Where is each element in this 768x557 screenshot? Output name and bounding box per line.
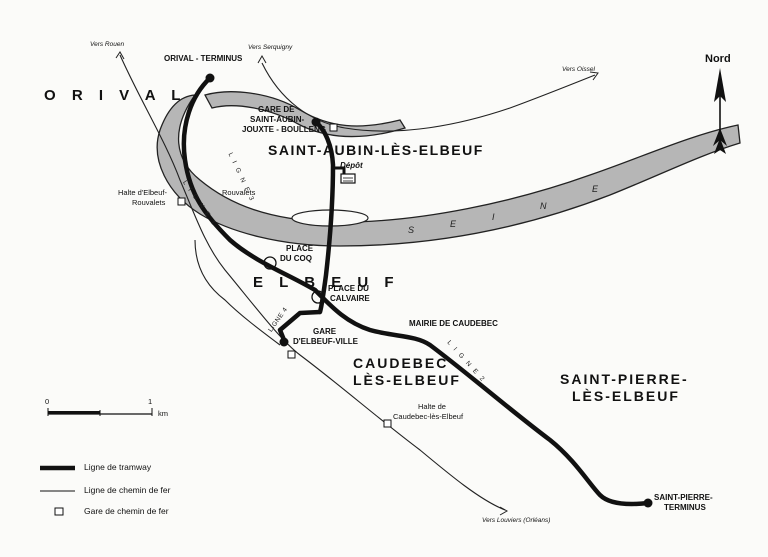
legend-station: Gare de chemin de fer bbox=[84, 506, 169, 516]
label-gare-saint-aubin-1: GARE DE bbox=[258, 105, 295, 114]
town-caudebec-2: LÈS-ELBEUF bbox=[353, 372, 461, 388]
tram-line-gare-elbeuf bbox=[277, 309, 321, 341]
label-saint-pierre-terminus-2: TERMINUS bbox=[664, 503, 706, 512]
legend-tramway: Ligne de tramway bbox=[84, 462, 152, 472]
station-square-elbeuf-ville bbox=[287, 350, 296, 359]
river-letter-2: E bbox=[450, 219, 459, 229]
river-letter-4: N bbox=[540, 201, 549, 211]
arrow-vers-serquigny bbox=[257, 54, 267, 64]
depot-box bbox=[340, 173, 356, 184]
place-du-calvaire-ring bbox=[311, 290, 325, 304]
arrow-vers-oissel bbox=[589, 71, 599, 81]
label-place-du-coq-2: DU COQ bbox=[280, 254, 312, 263]
scale-zero: 0 bbox=[45, 397, 50, 406]
arrow-vers-rouen bbox=[115, 51, 125, 60]
label-place-du-calvaire-2: CALVAIRE bbox=[330, 294, 370, 303]
label-gare-elbeuf-ville-2: D'ELBEUF-VILLE bbox=[293, 337, 359, 346]
place-du-coq-ring bbox=[263, 256, 277, 270]
label-halte-rouvalets-2: Rouvalets bbox=[132, 198, 166, 207]
arrow-vers-louviers bbox=[499, 506, 509, 516]
tram-line-caudebec-saint-pierre bbox=[312, 287, 651, 507]
label-vers-oissel: Vers Oissel bbox=[562, 66, 595, 73]
legend-railway: Ligne de chemin de fer bbox=[84, 485, 171, 495]
scale-bar bbox=[47, 408, 153, 416]
label-saint-pierre-terminus-1: SAINT-PIERRE- bbox=[654, 493, 713, 502]
scale-one: 1 bbox=[148, 397, 153, 406]
tram-depot-spur bbox=[333, 166, 346, 176]
river-letter-5: E bbox=[592, 184, 601, 194]
label-gare-saint-aubin-2: SAINT-AUBIN- bbox=[250, 115, 305, 124]
label-rouvalets-tram: Rouvalets bbox=[222, 188, 256, 197]
label-mairie-caudebec: MAIRIE DE CAUDEBEC bbox=[409, 319, 498, 328]
label-gare-elbeuf-ville-1: GARE bbox=[313, 327, 337, 336]
label-place-du-coq-1: PLACE bbox=[286, 244, 314, 253]
label-vers-louviers: Vers Louviers (Orléans) bbox=[482, 517, 551, 524]
town-saint-aubin: SAINT-AUBIN-LÈS-ELBEUF bbox=[268, 142, 484, 158]
station-square-caudebec bbox=[383, 419, 392, 428]
label-gare-saint-aubin-3: JOUXTE - BOULLENG bbox=[242, 125, 327, 134]
station-square-rouvalets bbox=[177, 197, 186, 206]
railway-rouen-louviers bbox=[119, 54, 506, 511]
town-saint-pierre-2: LÈS-ELBEUF bbox=[572, 388, 680, 404]
river-seine bbox=[156, 91, 741, 247]
label-halte-caudebec-1: Halte de bbox=[418, 402, 446, 411]
north-arrow bbox=[713, 68, 727, 154]
railway-serquigny-oissel bbox=[261, 62, 596, 132]
terminus-dot-saint-pierre bbox=[643, 498, 653, 508]
label-vers-serquigny: Vers Serquigny bbox=[248, 44, 293, 51]
label-halte-caudebec-2: Caudebec-lès-Elbeuf bbox=[393, 412, 464, 421]
station-square-saint-aubin bbox=[329, 123, 338, 132]
terminus-dot-orival bbox=[205, 73, 215, 83]
label-orival-terminus: ORIVAL - TERMINUS bbox=[164, 54, 243, 63]
legend-station-swatch bbox=[54, 507, 64, 516]
label-place-du-calvaire-1: PLACE DU bbox=[328, 284, 369, 293]
terminus-dot-saint-aubin bbox=[311, 117, 321, 127]
railway-western-branch bbox=[194, 239, 281, 346]
river-letter-3: I bbox=[492, 212, 497, 222]
label-depot: Dépôt bbox=[340, 161, 363, 170]
terminus-dot-gare-elbeuf bbox=[279, 337, 289, 347]
town-elbeuf: E L B E U F bbox=[253, 274, 400, 291]
label-halte-rouvalets-1: Halte d'Elbeuf- bbox=[118, 188, 167, 197]
north-label: Nord bbox=[705, 53, 731, 65]
river-letter-1: S bbox=[408, 225, 417, 235]
town-caudebec-1: CAUDEBEC bbox=[353, 355, 449, 371]
tram-line-orival bbox=[181, 75, 318, 293]
town-saint-pierre-1: SAINT-PIERRE- bbox=[560, 371, 689, 387]
town-orival: O R I V A L bbox=[44, 87, 187, 104]
label-vers-rouen: Vers Rouen bbox=[90, 41, 125, 48]
scale-unit: km bbox=[158, 409, 168, 418]
